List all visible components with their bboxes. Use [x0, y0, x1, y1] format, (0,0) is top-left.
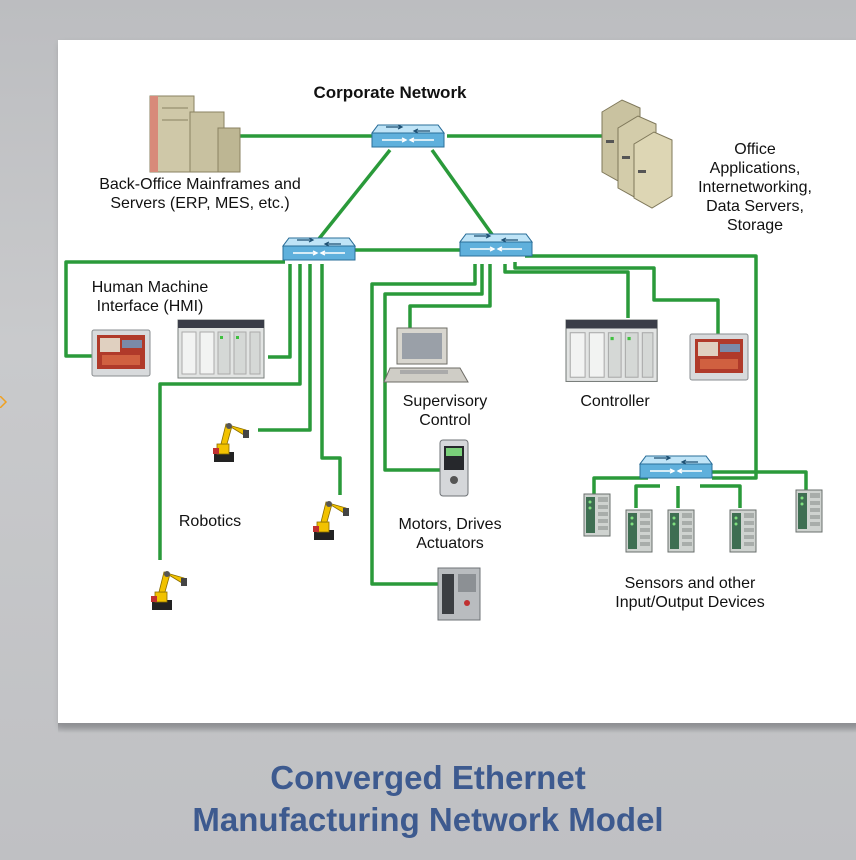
- io-module-icon: [583, 493, 611, 537]
- corporate-network-label: Corporate Network: [313, 83, 467, 102]
- robot-arm-icon: [312, 500, 350, 541]
- hmi-panel-right-icon: [689, 333, 749, 381]
- link-robot-2: [258, 264, 312, 432]
- link-corporate-right-switch: [430, 148, 498, 242]
- link-controller: [503, 264, 630, 318]
- page-title-line2: Manufacturing Network Model: [192, 801, 664, 838]
- supervisory-label-line2: Control: [419, 412, 471, 429]
- right-switch-icon: [459, 233, 533, 257]
- hmi-panel-icon: [91, 329, 151, 377]
- link-hmi: [64, 260, 285, 358]
- office-label-line2: Applications,: [709, 160, 801, 177]
- office-label-line3: Internetworking,: [698, 179, 812, 196]
- controller-label: Controller: [580, 393, 650, 410]
- link-io-switch: [525, 254, 758, 480]
- link-io-5: [712, 470, 808, 490]
- tower-server-icon: [601, 99, 673, 209]
- io-module-icon: [729, 509, 757, 553]
- link-supervisory: [408, 264, 492, 330]
- link-corporate-left-switch: [316, 148, 392, 242]
- hmi-label-line1: Human Machine: [91, 279, 209, 296]
- motors-label-line1: Motors, Drives: [398, 516, 502, 533]
- office-label-line1: Office: [734, 141, 776, 158]
- io-switch-icon: [639, 455, 713, 479]
- plc-rack-icon: [177, 319, 265, 379]
- mainframe-server-icon: [149, 95, 241, 173]
- office-label-line5: Storage: [726, 217, 784, 234]
- office-label-line4: Data Servers,: [706, 198, 804, 215]
- link-drive-1: [383, 264, 484, 472]
- link-io-1: [592, 476, 648, 495]
- panel-shadow: [58, 723, 856, 733]
- supervisory-label-line1: Supervisory: [402, 393, 488, 410]
- left-switch-icon: [282, 237, 356, 261]
- motors-label-line2: Actuators: [416, 535, 484, 552]
- motor-drive-large-icon: [437, 567, 481, 621]
- corporate-switch-icon: [371, 124, 445, 148]
- io-module-icon: [667, 509, 695, 553]
- sensors-label-line2: Input/Output Devices: [615, 594, 765, 611]
- sensors-label-line1: Sensors and other: [624, 575, 756, 592]
- link-hmi-2: [513, 262, 720, 336]
- robot-arm-icon: [150, 570, 188, 611]
- io-module-icon: [625, 509, 653, 553]
- computer-terminal-icon: [383, 327, 469, 383]
- link-robot-3: [320, 264, 342, 495]
- motor-drive-icon: [439, 439, 469, 497]
- io-module-icon: [795, 489, 823, 533]
- link-io-2: [634, 484, 660, 508]
- robotics-label: Robotics: [178, 513, 242, 530]
- link-robot-1: [158, 264, 302, 560]
- hmi-label-line2: Interface (HMI): [96, 298, 204, 315]
- back-office-label-line2: Servers (ERP, MES, etc.): [110, 195, 290, 212]
- back-office-label-line1: Back-Office Mainframes and: [99, 176, 301, 193]
- orange-marker-icon: [0, 396, 8, 408]
- page-title-line1: Converged Ethernet: [270, 759, 586, 796]
- robot-arm-icon: [212, 422, 250, 463]
- link-io-4: [700, 484, 742, 508]
- link-drive-2: [370, 264, 477, 586]
- link-plc: [268, 264, 292, 359]
- controller-plc-icon: [565, 319, 658, 383]
